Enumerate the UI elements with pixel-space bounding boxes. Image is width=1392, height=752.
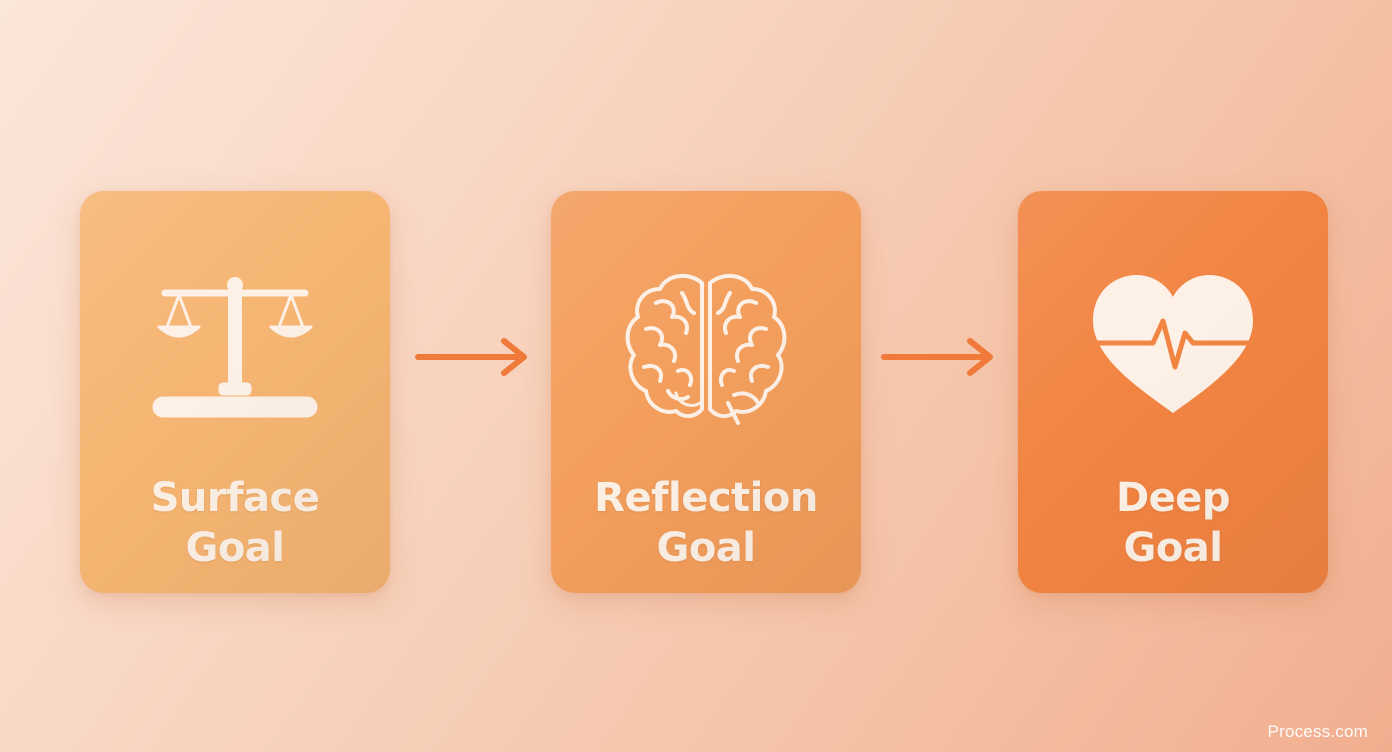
reflection-goal-line1: Reflection: [594, 475, 818, 521]
surface-goal-line1: Surface: [150, 475, 320, 521]
surface-goal-label: Surface Goal: [80, 473, 390, 573]
scale-icon: [152, 277, 318, 418]
deep-goal-line2: Goal: [1123, 525, 1223, 571]
heart-pulse-icon: [1090, 275, 1256, 413]
deep-goal-label: Deep Goal: [1018, 473, 1328, 573]
watermark: Process.com: [1267, 722, 1368, 741]
brain-icon: [625, 273, 787, 425]
reflection-goal-line2: Goal: [656, 525, 756, 571]
reflection-goal-label: Reflection Goal: [551, 473, 861, 573]
deep-goal-line1: Deep: [1115, 475, 1231, 521]
deep-goal-card: Deep Goal: [1018, 191, 1328, 593]
surface-goal-card: Surface Goal: [80, 191, 390, 593]
arrow-right-icon: [881, 338, 993, 376]
arrow-right-icon: [415, 338, 527, 376]
reflection-goal-card: Reflection Goal: [551, 191, 861, 593]
surface-goal-line2: Goal: [185, 525, 285, 571]
